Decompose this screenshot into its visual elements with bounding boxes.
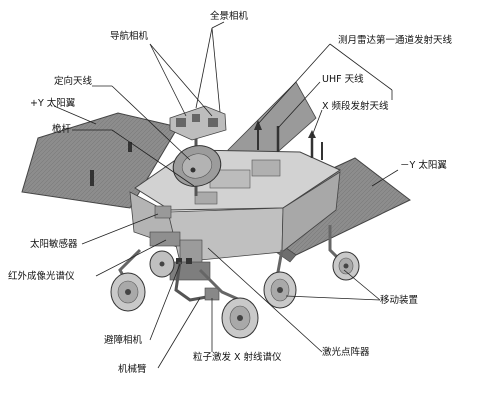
wheel-middle-left (221, 297, 259, 339)
wheel-front-right (263, 271, 297, 309)
label-infrared-spectrometer: 红外成像光谱仪 (8, 271, 75, 282)
label-x-band-antenna: X 频段发射天线 (322, 101, 389, 112)
leader-lines (53, 21, 399, 369)
label-panoramic-camera: 全景相机 (210, 11, 249, 22)
label-sun-sensor: 太阳敏感器 (30, 239, 78, 250)
label-mobility-system: 移动装置 (380, 295, 419, 306)
label-hazard-camera: 避障相机 (104, 335, 143, 346)
label-particle-xray-spectrometer: 粒子激发 X 射线谱仪 (193, 352, 282, 363)
label-minus-y-solar-wing: －Y 太阳翼 (400, 160, 447, 171)
label-plus-y-solar-wing: +Y 太阳翼 (30, 98, 76, 109)
label-directional-antenna: 定向天线 (54, 76, 93, 87)
wheel-front-left (110, 272, 146, 312)
label-navigation-camera: 导航相机 (110, 31, 149, 42)
wheel-rear-left (149, 250, 175, 278)
label-laser-dot-array: 激光点阵器 (322, 347, 370, 358)
wheel-rear-right (332, 251, 360, 281)
label-uhf-antenna: UHF 天线 (322, 74, 364, 85)
camera-head (169, 105, 227, 141)
label-lunar-radar-antenna: 测月雷达第一通道发射天线 (338, 35, 453, 46)
label-mast: 桅杆 (52, 124, 72, 135)
plus-y-solar-wing-shape (21, 112, 179, 209)
label-robotic-arm: 机械臂 (118, 364, 147, 375)
